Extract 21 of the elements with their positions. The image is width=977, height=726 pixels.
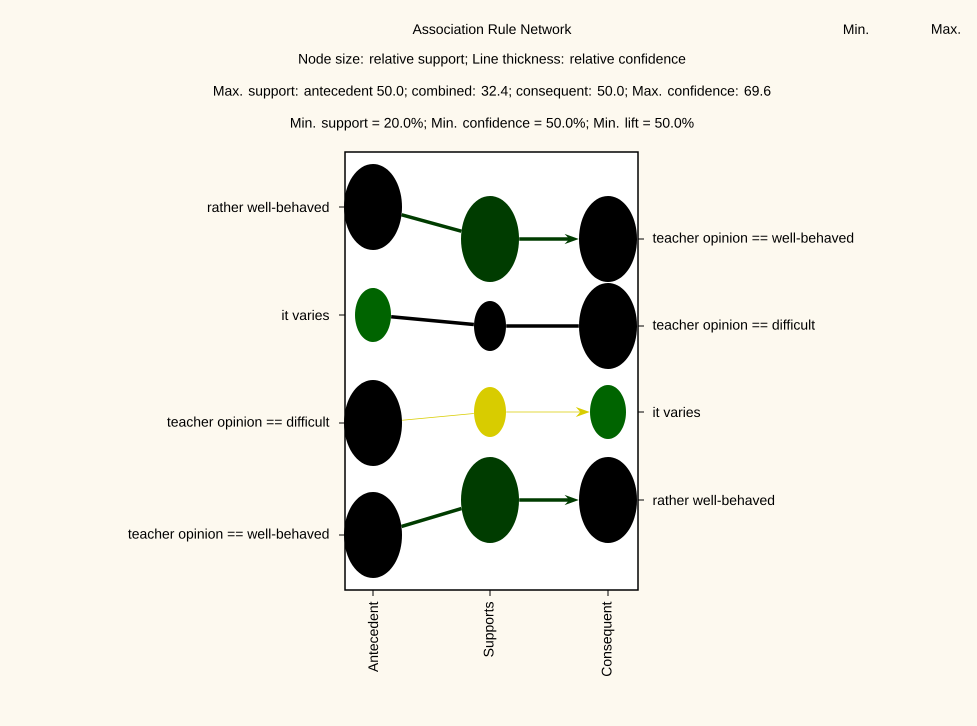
ellipse-node: [474, 387, 506, 437]
item-label: it varies: [653, 406, 700, 418]
item-label: rather well-behaved: [208, 202, 329, 212]
item-label: rather well-behaved: [653, 494, 774, 506]
item-label: teacher opinion == difficult: [652, 320, 815, 332]
header-text: Max. support: antecedent 50.0; combined: 32.4; consequent: 50.0; Max. confidence: 69.6: [214, 86, 770, 98]
header-text: Min.: [844, 24, 868, 34]
ellipse-node: [461, 196, 519, 282]
chart-title: Association Rule Network: [412, 24, 572, 34]
item-label: it varies: [282, 310, 329, 320]
ellipse-node: [461, 457, 519, 543]
item-label: teacher opinion == well-behaved: [128, 528, 329, 542]
item-label: teacher opinion == well-behaved: [652, 232, 854, 246]
axis-label: Supports: [484, 602, 496, 657]
ellipse-node: [474, 301, 506, 351]
header-text: Max.: [932, 24, 960, 34]
axis-label: Antecedent: [368, 602, 378, 672]
item-label: teacher opinion == difficult: [167, 416, 330, 430]
axis-label: Consequent: [602, 602, 614, 676]
header-text: Node size: relative support; Line thickness: relative confidence: [299, 54, 686, 66]
header-text: Min. support = 20.0%; Min. confidence = 50.0%; Min. lift = 50.0%: [291, 118, 694, 130]
